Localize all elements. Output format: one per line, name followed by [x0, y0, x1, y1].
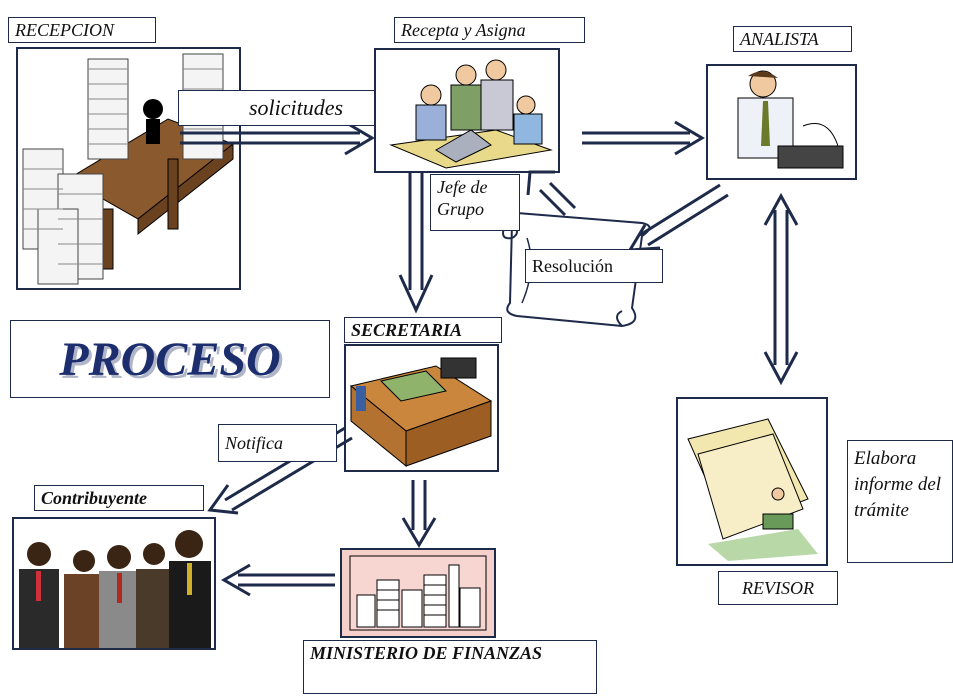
elabora-informe-label: Elabora informe del trámite [847, 440, 953, 563]
ministerio-picture [340, 548, 496, 638]
ministerio-label: MINISTERIO DE FINANZAS [303, 640, 597, 694]
contribuyente-picture [12, 517, 216, 650]
contribuyente-label: Contribuyente [34, 485, 204, 511]
notifica-label: Notifica [218, 424, 337, 462]
resolucion-label: Resolución [525, 249, 663, 283]
recepta-picture [374, 48, 560, 173]
analista-picture [706, 64, 857, 180]
page-title: PROCESO [10, 320, 330, 398]
revisor-label: REVISOR [718, 571, 838, 605]
solicitudes-label: solicitudes [178, 90, 375, 126]
jefe-de-grupo-label: Jefe de Grupo [430, 174, 520, 231]
recepta-label: Recepta y Asigna [394, 17, 585, 43]
secretaria-picture [344, 344, 499, 472]
revisor-picture [676, 397, 828, 566]
analista-label: ANALISTA [733, 26, 852, 52]
secretaria-label: SECRETARIA [344, 317, 502, 343]
recepcion-label: RECEPCION [8, 17, 156, 43]
